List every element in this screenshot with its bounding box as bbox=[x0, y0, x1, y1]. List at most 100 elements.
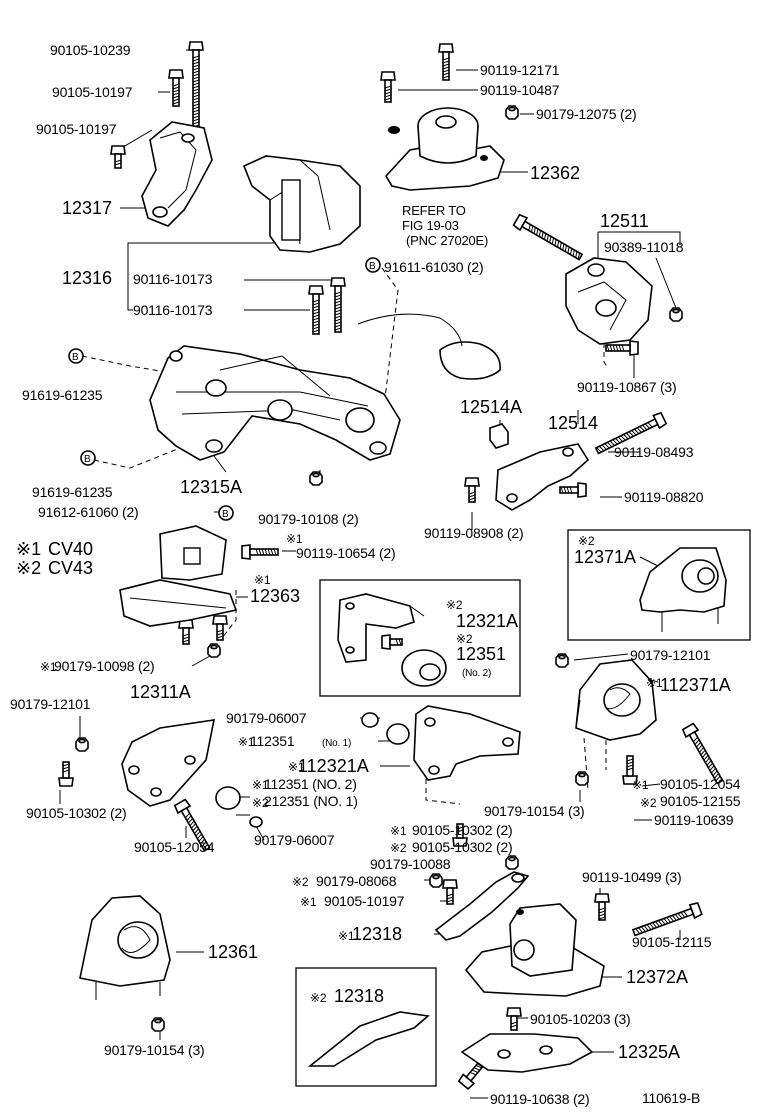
mount-12372A bbox=[464, 903, 605, 997]
dashed-guides bbox=[81, 267, 609, 805]
fasteners bbox=[58, 41, 724, 1090]
mark-cv43-212351: ※2 bbox=[252, 796, 269, 810]
circle-b-label-3: B bbox=[84, 454, 91, 465]
mark-cv40-112351: ※1 bbox=[238, 735, 255, 749]
part-label-90119-10638: 90119-10638 (2) bbox=[490, 1091, 590, 1107]
part-label-90105-10197-c: 90105-10197 bbox=[324, 893, 405, 909]
bolt-through-12511 bbox=[512, 213, 584, 261]
stay-12318 bbox=[434, 871, 530, 941]
part-label-90179-06007-b: 90179-06007 bbox=[254, 832, 335, 848]
mark-cv43-10302: ※2 bbox=[390, 841, 407, 855]
hose-piece bbox=[357, 313, 501, 380]
bracket-12514 bbox=[489, 423, 590, 511]
part-label-112351-no2: 112351 (NO. 2) bbox=[264, 776, 357, 792]
bolt-90105-10197-b bbox=[110, 145, 126, 169]
part-label-12371A: 12371A bbox=[574, 547, 637, 567]
nut-90179-10098 bbox=[207, 643, 221, 658]
part-label-91612-61060: 91612-61060 (2) bbox=[38, 504, 139, 520]
bracket-12311A bbox=[121, 719, 216, 807]
part-label-90105-10302-m2: 90105-10302 (2) bbox=[412, 839, 513, 855]
part-label-12321A-box: 12321A bbox=[456, 611, 519, 631]
part-label-90105-12115: 90105-12115 bbox=[632, 934, 712, 950]
bolt-90119-12171 bbox=[438, 43, 454, 81]
legend-mark-1: ※1 bbox=[16, 539, 42, 559]
part-label-90179-12101-a: 90179-12101 bbox=[630, 647, 711, 663]
part-label-90179-10108: 90179-10108 (2) bbox=[258, 511, 359, 527]
nut-90179-10088 bbox=[505, 855, 519, 870]
bolt-90119-10654 bbox=[241, 544, 279, 560]
bracket-12316 bbox=[242, 155, 361, 253]
part-label-12318-b: 12318 bbox=[334, 986, 385, 1006]
circle-b-markers bbox=[68, 257, 381, 521]
part-label-12362: 12362 bbox=[530, 163, 581, 183]
bolt-90119-08908 bbox=[464, 477, 480, 503]
nut-90389-11018 bbox=[669, 307, 683, 322]
bolt-90105-10197-a bbox=[168, 69, 184, 107]
part-label-90179-10098: 90179-10098 (2) bbox=[54, 658, 155, 674]
bolt-90105-10239 bbox=[188, 41, 204, 129]
mark-cv40-112321A: ※1 bbox=[288, 760, 305, 774]
legend-code-2: CV43 bbox=[48, 558, 94, 578]
part-label-12316: 12316 bbox=[62, 268, 113, 288]
part-label-12318-a: 12318 bbox=[352, 924, 403, 944]
legend-code-1: CV40 bbox=[48, 539, 94, 559]
mark-cv40-10302: ※1 bbox=[390, 824, 407, 838]
reference-note-line3: (PNC 27020E) bbox=[406, 233, 489, 248]
part-label-90119-10867: 90119-10867 (3) bbox=[577, 379, 677, 395]
part-label-90119-12171: 90119-12171 bbox=[480, 62, 560, 78]
nut-90179-12075 bbox=[505, 105, 519, 120]
plate-12325A bbox=[460, 1033, 594, 1073]
bolt-90119-10499 bbox=[594, 893, 610, 921]
part-label-12351-box-sub: (No. 2) bbox=[462, 668, 492, 679]
bracket-112321A bbox=[413, 705, 521, 781]
nut-90179-10108 bbox=[309, 471, 323, 486]
bolt-90119-08493 bbox=[594, 411, 668, 455]
nut-90179-12101-b bbox=[75, 737, 89, 752]
mark-cv43-12318: ※2 bbox=[310, 991, 327, 1005]
part-label-90119-10499: 90119-10499 (3) bbox=[582, 869, 682, 885]
part-label-90116-10173-b: 90116-10173 bbox=[133, 302, 213, 318]
part-label-12514: 12514 bbox=[548, 413, 599, 433]
mark-cv40-112371A: ※1 bbox=[646, 676, 663, 690]
part-label-90179-12101-b: 90179-12101 bbox=[10, 696, 91, 712]
mark-cv40-112351-no2: ※1 bbox=[252, 778, 269, 792]
part-label-12363: 12363 bbox=[250, 586, 301, 606]
part-label-112371A: 112371A bbox=[660, 675, 731, 695]
part-label-91611-61030: 91611-61030 (2) bbox=[384, 259, 484, 275]
part-label-12361: 12361 bbox=[208, 942, 259, 962]
stud-90116-10173-a bbox=[330, 277, 346, 333]
part-label-90105-10239: 90105-10239 bbox=[50, 42, 131, 58]
mark-cv40-12363: ※1 bbox=[254, 573, 271, 587]
part-label-90389-11018: 90389-11018 bbox=[604, 239, 684, 255]
mark-cv43-08068: ※2 bbox=[292, 875, 309, 889]
reference-note-line2: FIG 19-03 bbox=[402, 218, 459, 233]
part-label-90105-12054-right: 90105-12054 bbox=[660, 776, 741, 792]
part-label-90105-12054-left: 90105-12054 bbox=[134, 839, 215, 855]
part-label-90119-10654: 90119-10654 (2) bbox=[296, 545, 396, 561]
part-label-212351-no1: 212351 (NO. 1) bbox=[264, 793, 358, 809]
bracket-12363 bbox=[119, 525, 238, 627]
stud-90116-10173-b bbox=[308, 285, 324, 335]
circle-b-label-1: B bbox=[369, 261, 376, 272]
stud-12363-b bbox=[212, 615, 228, 641]
part-label-12351-box: 12351 bbox=[456, 644, 507, 664]
part-label-12317: 12317 bbox=[62, 198, 113, 218]
part-label-90105-10302-left: 90105-10302 (2) bbox=[26, 805, 127, 821]
mark-cv40-10098: ※1 bbox=[40, 660, 57, 674]
mount-12362 bbox=[385, 107, 505, 191]
part-label-90105-10302-m1: 90105-10302 (2) bbox=[412, 822, 513, 838]
part-label-112321A: 112321A bbox=[298, 756, 369, 776]
part-label-90179-10088: 90179-10088 bbox=[370, 856, 451, 872]
part-label-90179-08068: 90179-08068 bbox=[316, 873, 397, 889]
mark-cv40-12054: ※1 bbox=[632, 778, 649, 792]
part-label-91619-61235-a: 91619-61235 bbox=[22, 387, 103, 403]
bolt-90105-10302-mid bbox=[452, 823, 468, 847]
part-label-90119-10487: 90119-10487 bbox=[480, 82, 560, 98]
part-label-90119-08493: 90119-08493 bbox=[614, 444, 694, 460]
bolt-90105-12054-right bbox=[681, 722, 724, 785]
reference-note-line1: REFER TO bbox=[402, 203, 466, 218]
part-label-90105-10197-b: 90105-10197 bbox=[36, 121, 117, 137]
part-label-12315A: 12315A bbox=[180, 477, 243, 497]
